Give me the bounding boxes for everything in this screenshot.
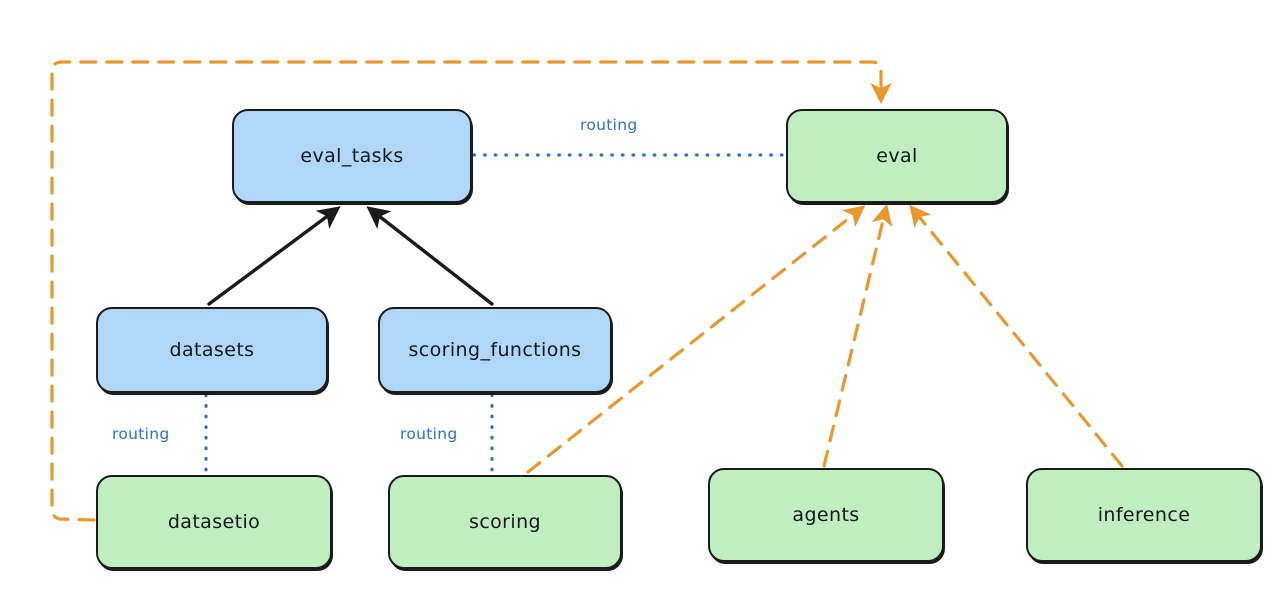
node-agents[interactable]: agents: [708, 468, 944, 562]
node-eval[interactable]: eval: [786, 109, 1008, 203]
node-scoring-functions[interactable]: scoring_functions: [378, 307, 612, 393]
edge-agents-eval: [822, 203, 893, 468]
node-label: scoring: [469, 511, 541, 533]
node-datasetio[interactable]: datasetio: [96, 475, 332, 569]
edge-label-routing-datasets-datasetio: routing: [112, 425, 170, 443]
node-label: scoring_functions: [408, 339, 582, 361]
node-label: eval_tasks: [300, 145, 404, 167]
edge-scoring_functions-eval_tasks: [366, 206, 494, 306]
node-datasets[interactable]: datasets: [96, 307, 328, 393]
edge-scoring-eval: [526, 205, 866, 474]
edge-datasetio-eval: [50, 60, 892, 522]
node-label: eval: [876, 145, 918, 167]
node-eval-tasks[interactable]: eval_tasks: [232, 109, 472, 203]
node-scoring[interactable]: scoring: [388, 475, 622, 569]
edge-inference-eval: [909, 204, 1124, 468]
edge-label-routing-eval-tasks-eval: routing: [580, 116, 638, 134]
node-label: agents: [792, 504, 860, 526]
node-label: datasetio: [167, 511, 261, 533]
node-label: datasets: [169, 339, 255, 361]
node-inference[interactable]: inference: [1026, 468, 1262, 562]
node-label: inference: [1097, 504, 1191, 526]
edge-datasets-eval_tasks: [207, 206, 341, 306]
edge-label-routing-scoring-functions-scoring: routing: [400, 425, 458, 443]
